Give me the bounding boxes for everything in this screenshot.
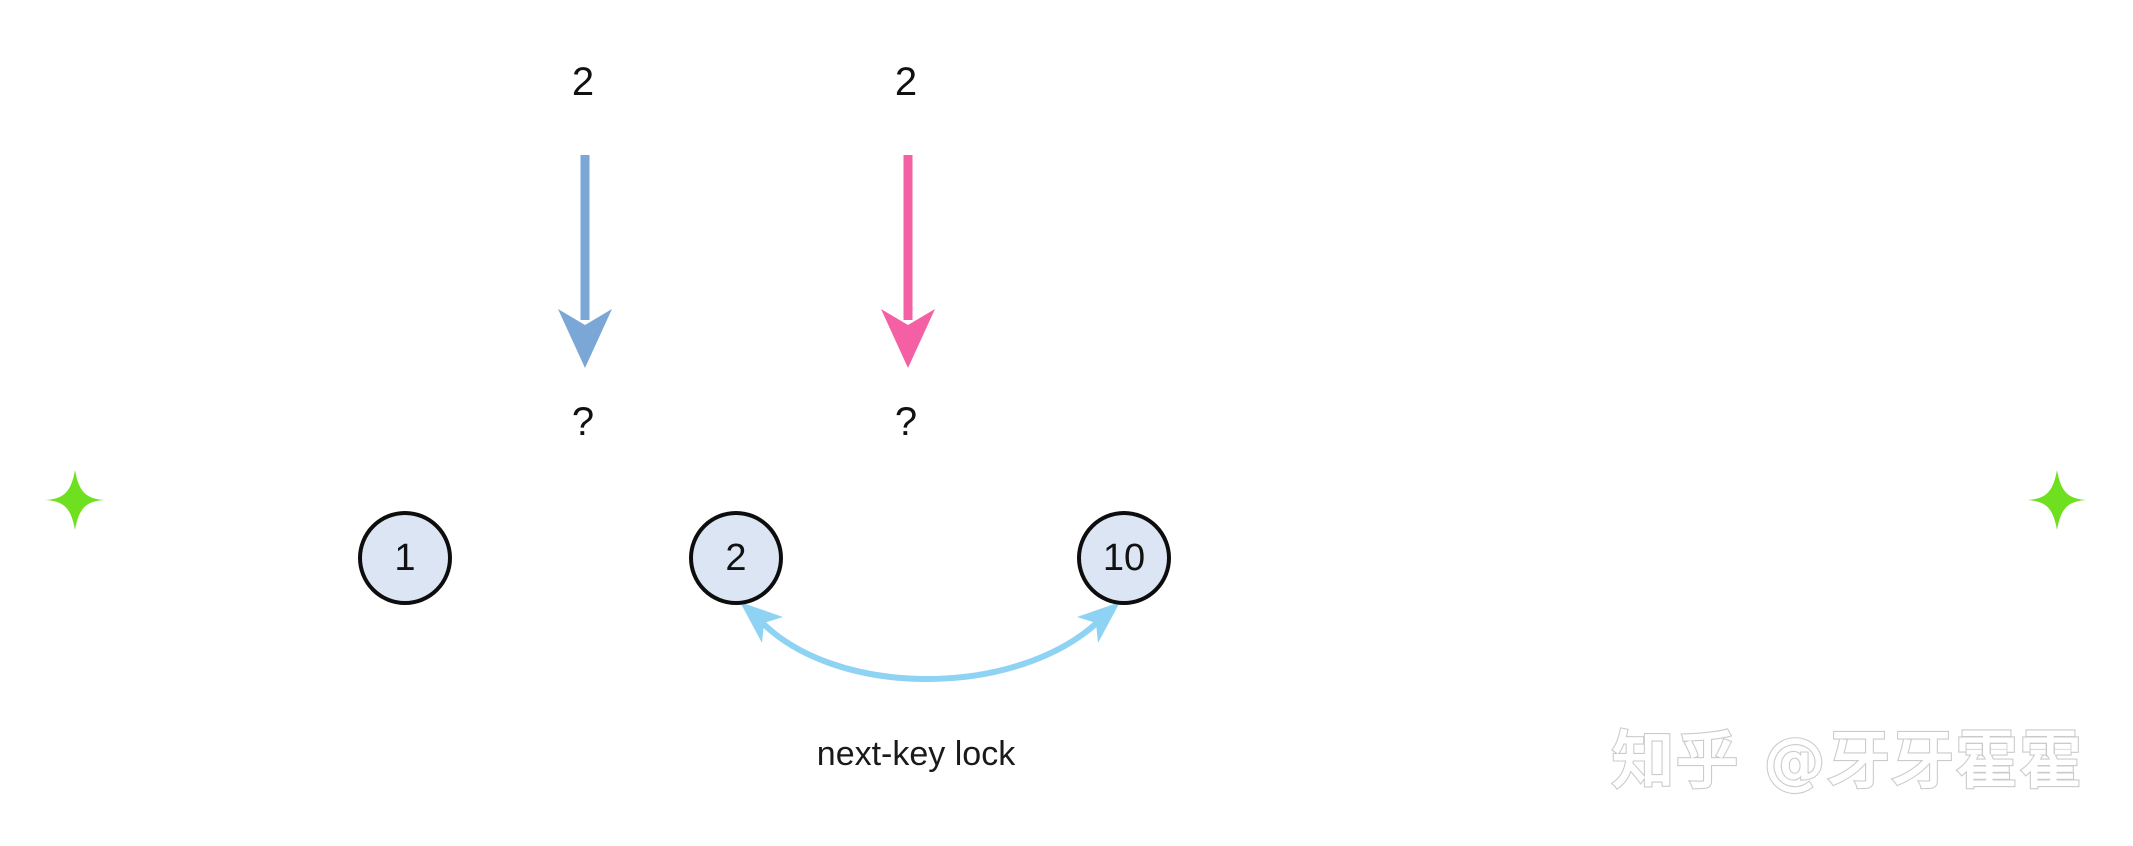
node-10[interactable]: 10: [1077, 511, 1171, 605]
top-label-left: 2: [572, 60, 594, 104]
pink-arrow-head: [881, 309, 935, 368]
top-label-right: 2: [895, 60, 917, 104]
sparkle-right-icon: [2027, 470, 2087, 530]
sparkle-right-shape: [2027, 470, 2087, 530]
node-1-circle[interactable]: [358, 511, 452, 605]
question-mark-left: ?: [572, 400, 594, 444]
node-1-label: 1: [394, 537, 415, 579]
blue-arrow-head: [558, 309, 612, 368]
sparkle-left-icon: [45, 470, 105, 530]
node-10-circle[interactable]: [1077, 511, 1171, 605]
next-key-lock-curve: [753, 613, 1107, 682]
next-key-lock-edge: [740, 602, 1120, 682]
sparkle-left-shape: [45, 470, 105, 530]
next-key-lock-label: next-key lock: [817, 735, 1016, 773]
watermark-text: 知乎 @牙牙霍霍: [1612, 724, 2084, 797]
pink-down-arrow: [881, 155, 935, 368]
node-10-label: 10: [1103, 537, 1145, 579]
next-key-lock-arrowhead-right: [1077, 602, 1120, 643]
node-2-circle[interactable]: [689, 511, 783, 605]
next-key-lock-arrowhead-left: [740, 602, 783, 643]
blue-down-arrow: [558, 155, 612, 368]
question-mark-right: ?: [895, 400, 917, 444]
node-1[interactable]: 1: [358, 511, 452, 605]
node-2-label: 2: [725, 537, 746, 579]
node-2[interactable]: 2: [689, 511, 783, 605]
